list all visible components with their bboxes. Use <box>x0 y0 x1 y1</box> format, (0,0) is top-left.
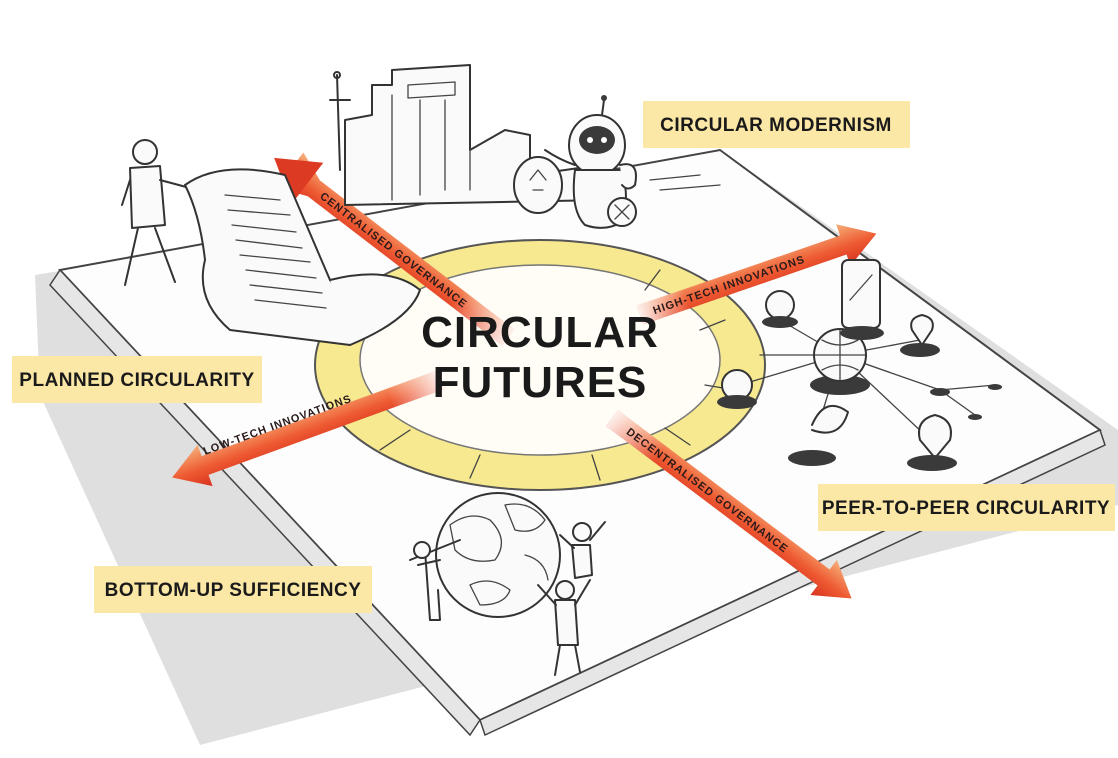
label-planned-circularity: PLANNED CIRCULARITY <box>12 356 262 403</box>
network-icon <box>717 259 1002 471</box>
man-with-scroll-icon <box>121 139 421 346</box>
diagram-title: CIRCULAR FUTURES <box>421 308 659 407</box>
title-line-1: CIRCULAR <box>421 308 659 357</box>
globe-with-people-icon <box>409 492 606 676</box>
peer-to-peer-circularity-text: PEER-TO-PEER CIRCULARITY <box>822 498 1110 519</box>
circular-modernism-text: CIRCULAR MODERNISM <box>660 115 892 136</box>
bottom-up-sufficiency-text: BOTTOM-UP SUFFICIENCY <box>105 580 362 601</box>
label-peer-to-peer-circularity: PEER-TO-PEER CIRCULARITY <box>818 484 1115 531</box>
planned-circularity-text: PLANNED CIRCULARITY <box>19 370 254 391</box>
label-bottom-up-sufficiency: BOTTOM-UP SUFFICIENCY <box>94 566 372 613</box>
city-skyline-icon <box>329 64 606 206</box>
robot-icon <box>513 95 721 229</box>
label-circular-modernism: CIRCULAR MODERNISM <box>643 101 910 148</box>
title-line-2: FUTURES <box>433 358 648 407</box>
